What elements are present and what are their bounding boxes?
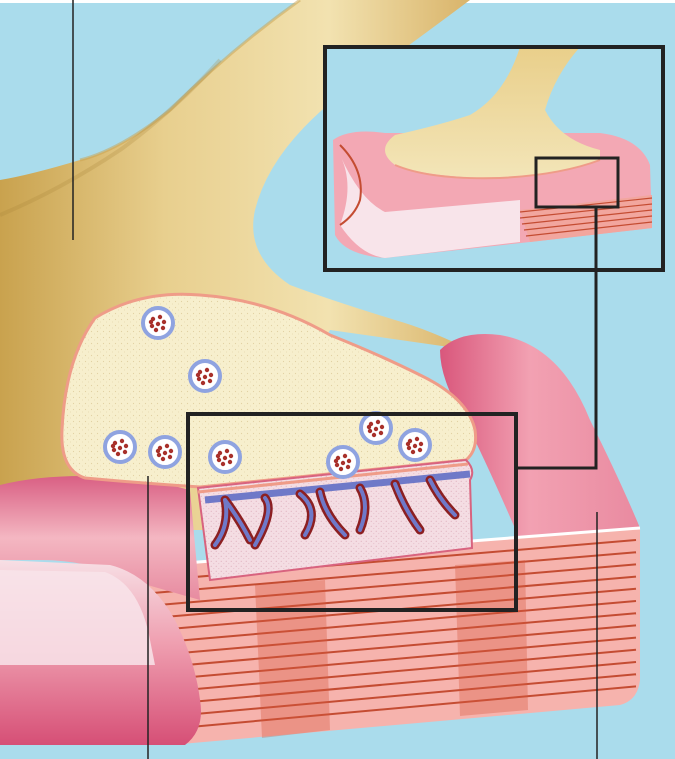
- synaptic-vesicle: [105, 432, 135, 462]
- synaptic-vesicle: [143, 308, 173, 338]
- synaptic-vesicle: [150, 437, 180, 467]
- synaptic-vesicle: [328, 447, 358, 477]
- synaptic-vesicle: [361, 413, 391, 443]
- synaptic-vesicle: [400, 430, 430, 460]
- synaptic-vesicle: [210, 442, 240, 472]
- synaptic-vesicle: [190, 361, 220, 391]
